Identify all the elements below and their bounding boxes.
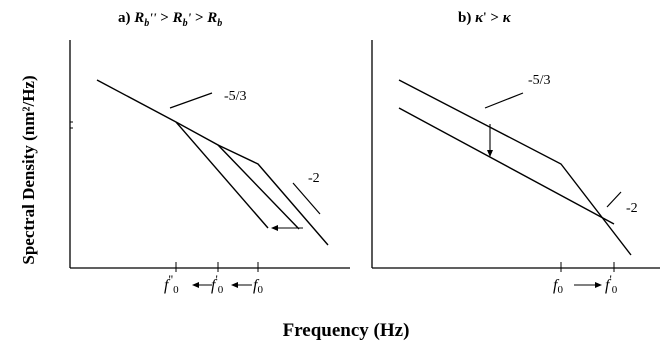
- panel-a-slope-marker-low: [169, 92, 213, 109]
- panel-b-title: b) κ' > κ: [458, 9, 512, 26]
- panel-a-slope-marker-high: [292, 182, 321, 215]
- panel-a-spectrum-2: [175, 121, 300, 230]
- panel-a-spectrum-3: [217, 144, 329, 246]
- panel-a-spectrum-shared: [96, 79, 177, 123]
- y-axis-label: Spectral Density (nm²/Hz): [19, 75, 38, 264]
- panel-a-spectrum-1: [175, 121, 269, 229]
- panel-a-tick-label-2: f'0: [211, 272, 224, 296]
- x-axis-label: Frequency (Hz): [283, 320, 410, 341]
- panel-b-plot: -5/3 -2 f0 f'0: [371, 40, 660, 296]
- panel-b-slope-low-label: -5/3: [528, 73, 551, 88]
- panel-a-slope-low-label: -5/3: [224, 89, 247, 104]
- panel-a-slope-high-label: -2: [308, 171, 320, 186]
- panel-b-slope-marker-low: [484, 92, 524, 109]
- panel-b-tick-label-1: f0: [553, 277, 563, 296]
- panel-b-spectrum-lower: [398, 107, 615, 225]
- panel-b-tick-label-2: f'0: [605, 272, 618, 296]
- panel-a-tick-label-3: f0: [253, 277, 263, 296]
- panel-b-slope-marker-high: [606, 191, 622, 208]
- panel-b-spectrum-upper: [398, 79, 632, 256]
- panel-a-tick-label-1: f''0: [164, 272, 179, 296]
- panel-a-plot: -5/3 -2 f''0 f'0 f0: [69, 40, 350, 296]
- panel-a-title: a) Rb'' > Rb' > Rb: [118, 10, 222, 29]
- panel-b-slope-high-label: -2: [626, 201, 638, 216]
